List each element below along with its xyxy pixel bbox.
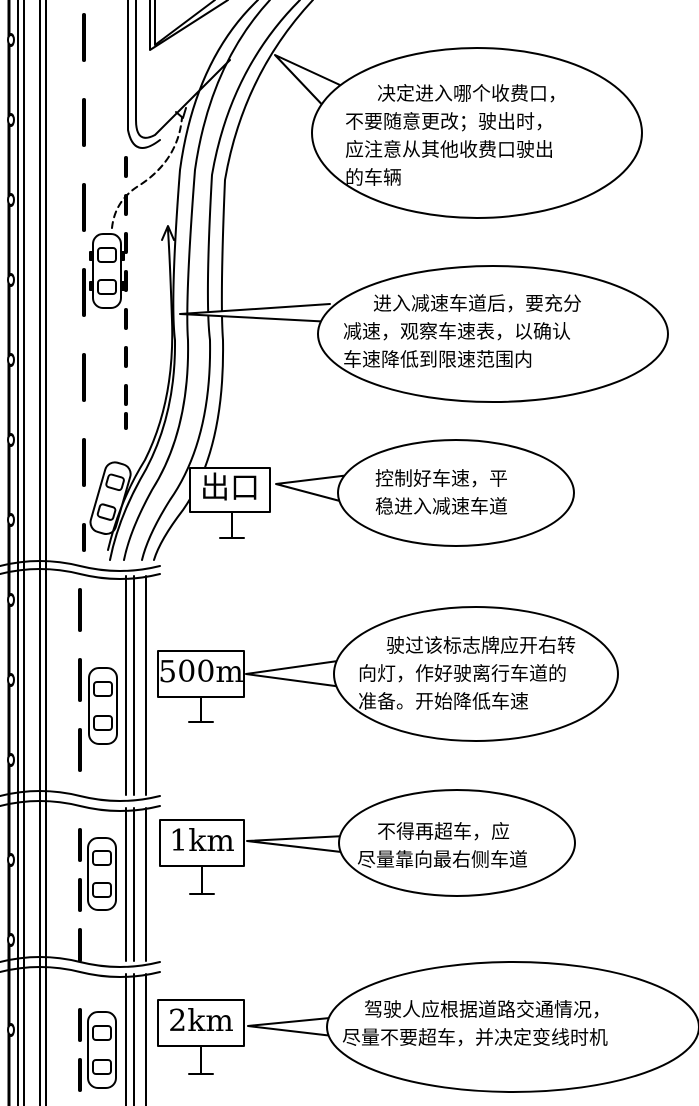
sign-2km-label: 2km	[168, 1004, 234, 1039]
deceleration-lane-note: 进入减速车道后，要充分 减速，观察车速表，以确认 车速降低到限速范围内	[343, 293, 583, 371]
sign-1km-note: 不得再超车，应 尽量靠向最右侧车道	[357, 821, 529, 871]
exit-sign-note: 控制好车速，平 稳进入减速车道	[375, 468, 509, 518]
speech-bubbles	[179, 47, 699, 1093]
lower-road-edges	[125, 575, 147, 1106]
lane-dashes-left	[78, 13, 86, 1092]
exit-ramp-edges	[109, 0, 314, 561]
sign-2km-note: 驾驶人应根据道路交通情况， 尽量不要超车，并决定变线时机	[342, 999, 612, 1049]
section-breaks	[0, 560, 161, 978]
exit-sign-label: 出口	[200, 471, 260, 506]
sign-posts	[157, 467, 271, 1075]
car-1km	[87, 837, 117, 911]
bubble-tail-covers	[330, 90, 338, 110]
car-upper	[89, 233, 125, 309]
car-2km	[87, 1011, 117, 1089]
left-guardrail	[7, 0, 47, 1106]
car-500m	[88, 667, 118, 745]
sign-500m-note: 驶过该标志牌应开右转 向灯，作好驶离行车道的 准备。开始降低车速	[358, 635, 577, 713]
sign-500m-label: 500m	[158, 655, 244, 690]
toll-booth-note: 决定进入哪个收费口， 不要随意更改；驶出时， 应注意从其他收费口驶出 的车辆	[345, 83, 568, 189]
sign-1km-label: 1km	[169, 824, 235, 859]
path-arrows	[107, 107, 187, 551]
car-exiting	[89, 461, 132, 536]
